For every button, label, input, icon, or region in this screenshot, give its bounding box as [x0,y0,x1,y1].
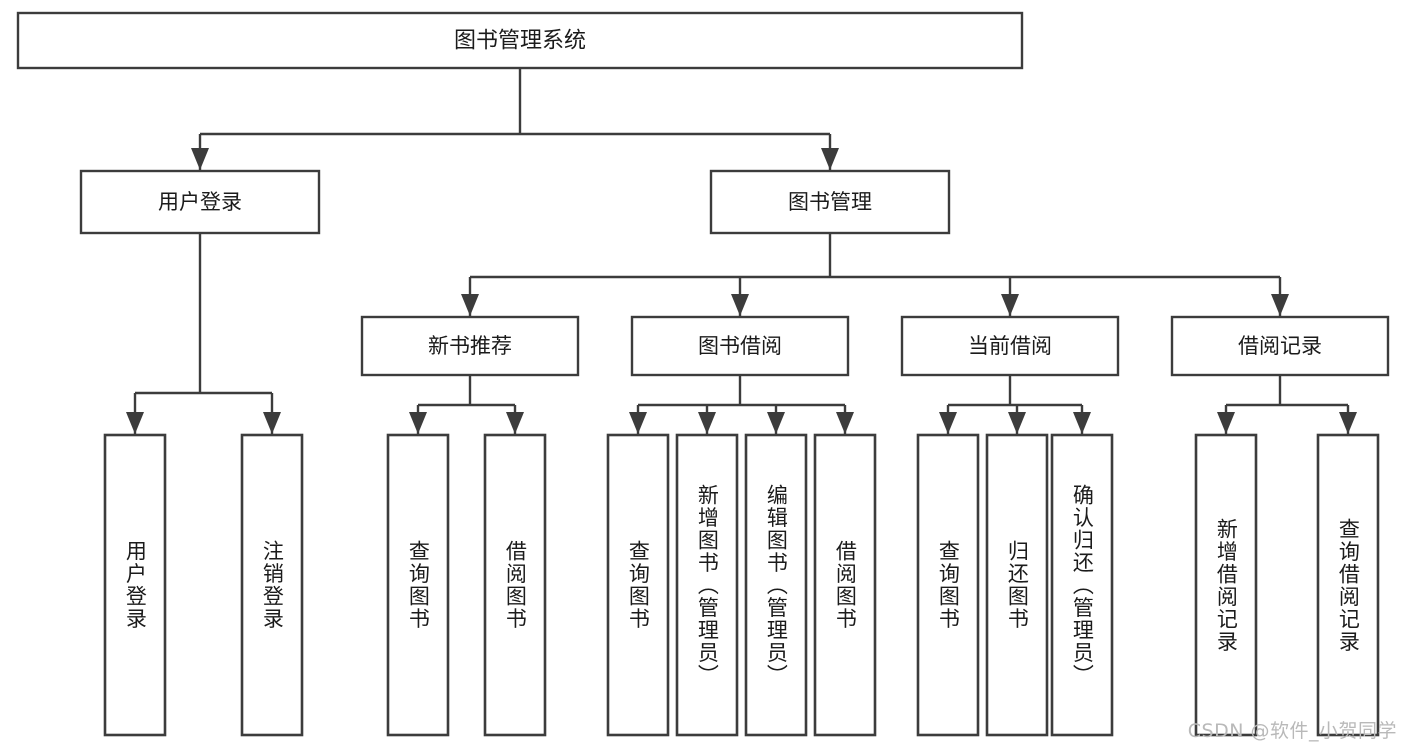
node-level3-label-3: 借阅记录 [1238,334,1322,358]
node-level2-label-1: 图书管理 [788,190,872,214]
node-leaf-6[interactable] [744,433,808,737]
node-level3-label-2: 当前借阅 [968,334,1052,358]
node-level2-label-0: 用户登录 [158,190,242,214]
node-leaf-12[interactable] [1316,433,1380,737]
node-leaf-10[interactable] [1050,433,1114,737]
node-root-label: 图书管理系统 [454,29,586,54]
connector-layer [126,68,1357,434]
l3-1-arrow-0 [629,412,647,434]
l3-3-arrow-1 [1339,412,1357,434]
node-leaf-9[interactable] [985,433,1049,737]
l3-0-arrow-0 [409,412,427,434]
l3-1-arrow-1 [698,412,716,434]
node-leaf-3[interactable] [483,433,547,737]
node-level2-1[interactable] [709,169,951,235]
node-leaf-8[interactable] [916,433,980,737]
login-arrow-0 [126,412,144,434]
node-leaf-7[interactable] [813,433,877,737]
node-level3-0[interactable] [360,315,580,377]
l3-1-arrow-3 [836,412,854,434]
l3-1-arrow-2 [767,412,785,434]
l3-0-arrow-1 [506,412,524,434]
csdn-watermark: CSDN @软件_小贺同学 [1187,720,1397,742]
node-level3-3[interactable] [1170,315,1390,377]
books-arrow-0 [461,294,479,316]
books-arrow-1 [731,294,749,316]
node-level3-label-1: 图书借阅 [698,334,782,358]
l3-3-arrow-0 [1217,412,1235,434]
node-leaf-2[interactable] [386,433,450,737]
node-leaf-5[interactable] [675,433,739,737]
node-leaf-1[interactable] [240,433,304,737]
root-arrow-1 [821,148,839,170]
node-box-layer [16,11,1390,737]
node-leaf-0[interactable] [103,433,167,737]
l3-2-arrow-2 [1073,412,1091,434]
root-arrow-0 [191,148,209,170]
node-root[interactable] [16,11,1024,70]
node-leaf-4[interactable] [606,433,670,737]
l3-2-arrow-0 [939,412,957,434]
node-level3-2[interactable] [900,315,1120,377]
node-level3-1[interactable] [630,315,850,377]
books-arrow-2 [1001,294,1019,316]
books-arrow-3 [1271,294,1289,316]
node-leaf-11[interactable] [1194,433,1258,737]
l3-2-arrow-1 [1008,412,1026,434]
login-arrow-1 [263,412,281,434]
node-level3-label-0: 新书推荐 [428,334,512,358]
node-level2-0[interactable] [79,169,321,235]
